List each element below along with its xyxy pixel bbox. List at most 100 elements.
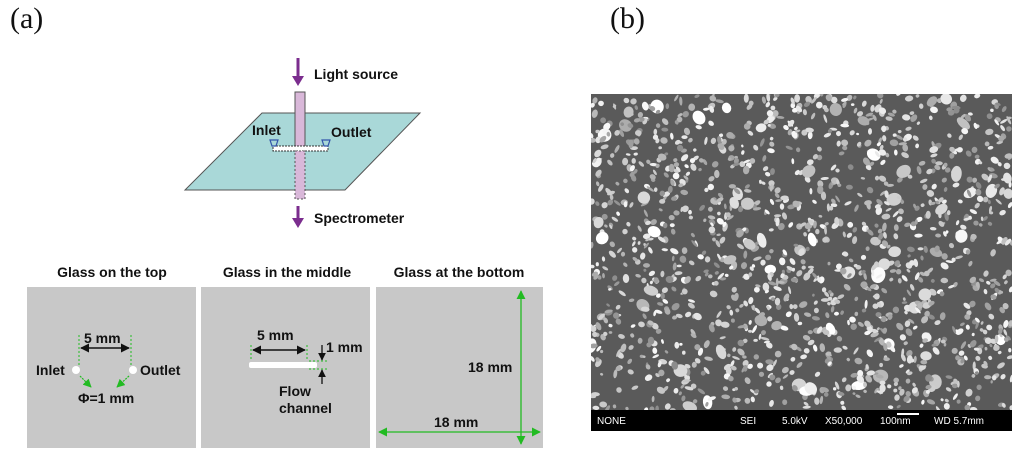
nanoparticle: [806, 159, 814, 166]
nanoparticle: [928, 300, 935, 306]
sem-scale-bar: [897, 413, 919, 415]
nanoparticle-texture: [591, 94, 1012, 414]
nanoparticle: [939, 291, 945, 297]
nanoparticle: [978, 278, 985, 283]
nanoparticle: [912, 325, 918, 330]
nanoparticle: [853, 107, 858, 114]
nanoparticle: [898, 208, 904, 215]
nanoparticle: [659, 198, 666, 204]
nanoparticle: [711, 161, 719, 168]
nanoparticle: [767, 316, 773, 322]
nanoparticle: [618, 333, 625, 339]
nanoparticle: [708, 226, 716, 234]
nanoparticle: [638, 161, 645, 167]
top-outlet-label: Outlet: [140, 362, 181, 378]
nanoparticle: [840, 400, 845, 405]
nanoparticle: [637, 337, 643, 344]
nanoparticle: [598, 313, 605, 321]
nanoparticle: [763, 119, 770, 125]
nanoparticle: [625, 153, 631, 156]
nanoparticle: [893, 233, 899, 240]
nanoparticle: [629, 202, 634, 208]
nanoparticle: [911, 387, 918, 394]
nanoparticle: [754, 314, 768, 327]
nanoparticle: [984, 375, 992, 380]
nanoparticle: [975, 188, 982, 196]
nanoparticle: [945, 260, 954, 264]
nanoparticle: [803, 401, 809, 406]
nanoparticle: [842, 251, 849, 257]
nanoparticle: [767, 281, 777, 286]
nanoparticle: [840, 123, 850, 128]
nanoparticle: [876, 327, 880, 331]
nanoparticle: [999, 209, 1006, 216]
nanoparticle: [665, 276, 674, 283]
nanoparticle: [803, 232, 807, 237]
nanoparticle: [943, 342, 947, 347]
nanoparticle: [943, 187, 948, 192]
spectrometer-label: Spectrometer: [314, 210, 405, 226]
nanoparticle: [657, 302, 664, 306]
nanoparticle: [591, 325, 597, 332]
nanoparticle: [753, 144, 759, 151]
nanoparticle: [885, 207, 892, 212]
nanoparticle: [966, 176, 973, 183]
nanoparticle: [659, 190, 666, 197]
nanoparticle: [831, 198, 836, 204]
nanoparticle: [864, 139, 872, 147]
nanoparticle: [854, 204, 859, 212]
nanoparticle: [884, 201, 890, 206]
nanoparticle: [928, 314, 935, 320]
panel-label-a: (a): [10, 2, 44, 35]
nanoparticle: [975, 321, 979, 330]
nanoparticle: [591, 102, 595, 108]
nanoparticle: [902, 144, 909, 152]
nanoparticle: [1008, 286, 1012, 293]
nanoparticle: [692, 110, 706, 125]
nanoparticle: [775, 377, 781, 384]
nanoparticle: [783, 125, 789, 131]
nanoparticle: [751, 325, 758, 334]
nanoparticle: [704, 272, 709, 277]
nanoparticle: [657, 153, 667, 161]
nanoparticle: [892, 306, 900, 314]
nanoparticle: [800, 354, 807, 360]
nanoparticle: [598, 184, 604, 192]
nanoparticle: [681, 350, 686, 355]
nanoparticle: [951, 383, 958, 389]
nanoparticle: [849, 316, 856, 323]
nanoparticle: [655, 109, 661, 114]
nanoparticle: [603, 331, 608, 337]
nanoparticle: [975, 395, 981, 402]
nanoparticle: [645, 238, 649, 242]
nanoparticle: [793, 313, 800, 322]
nanoparticle: [980, 216, 984, 222]
nanoparticle: [672, 262, 677, 271]
nanoparticle: [661, 248, 668, 252]
nanoparticle: [863, 272, 867, 281]
nanoparticle: [688, 103, 696, 111]
nanoparticle: [707, 206, 713, 212]
nanoparticle: [783, 293, 790, 302]
nanoparticle: [743, 300, 749, 307]
nanoparticle: [642, 313, 647, 320]
nanoparticle: [687, 302, 695, 309]
nanoparticle: [935, 233, 942, 238]
nanoparticle: [988, 192, 995, 196]
nanoparticle: [637, 112, 644, 118]
nanoparticle: [929, 226, 937, 231]
nanoparticle: [893, 388, 898, 393]
sem-magnification: X50,000: [825, 416, 863, 427]
nanoparticle: [738, 206, 744, 213]
nanoparticle: [1003, 320, 1009, 328]
nanoparticle: [884, 190, 889, 198]
nanoparticle: [608, 323, 613, 328]
nanoparticle: [741, 197, 754, 210]
nanoparticle: [802, 109, 807, 116]
nanoparticle: [748, 272, 753, 277]
nanoparticle: [698, 158, 704, 163]
nanoparticle: [842, 345, 848, 350]
nanoparticle: [750, 396, 755, 403]
nanoparticle: [670, 132, 674, 140]
nanoparticle: [967, 112, 973, 116]
